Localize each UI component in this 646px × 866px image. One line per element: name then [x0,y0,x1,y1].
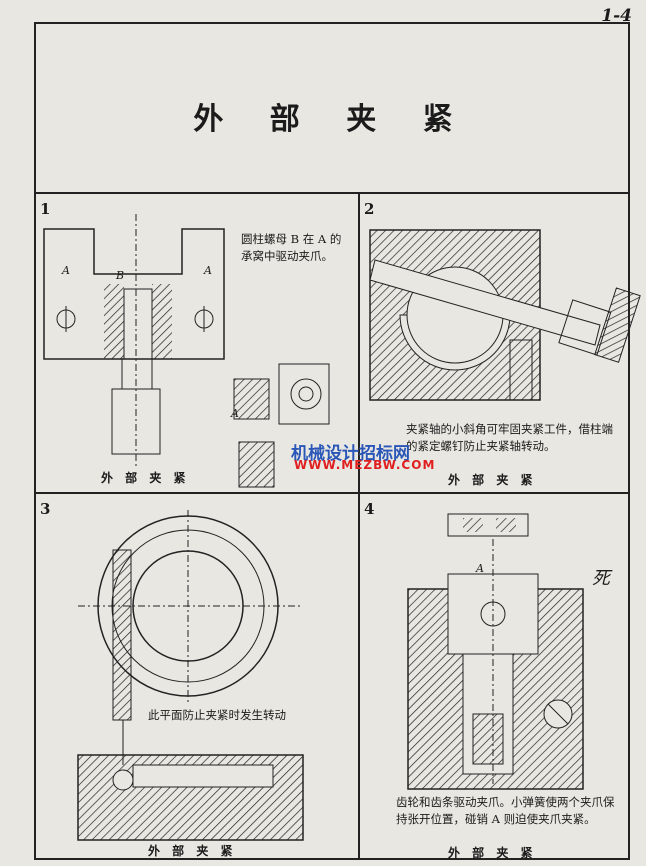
watermark-title: 机械设计招标网 [291,444,410,464]
page-frame: 外 部 夹 紧 1 圆柱螺母 B 在 A 的承窝中驱动夹爪。 外 部 夹 紧 A… [34,22,641,860]
divider-top [36,192,628,194]
panel-4-caption: 外 部 夹 紧 [448,846,537,860]
panel-2-text: 夹紧轴的小斜角可牢固夹紧工件，借柱端的紧定螺钉防止夹紧轴转动。 [406,422,613,453]
panel-4-label-a: A [476,562,484,575]
panel-1-text: 圆柱螺母 B 在 A 的承窝中驱动夹爪。 [241,232,342,263]
panel-1-drawing [43,214,330,488]
panel-1-caption: 外 部 夹 紧 [101,471,190,485]
panel-3-caption: 外 部 夹 紧 [148,844,237,858]
divider-middle [36,492,628,494]
panel-1-label-b: B [116,269,125,282]
page-title: 外 部 夹 紧 [193,102,471,137]
panel-4-drawing [407,513,584,790]
panel-4-text: 齿轮和齿条驱动夹爪。小弹簧使两个夹爪保持张开位置，碰销 A 则迫使夹爪夹紧。 [396,795,615,826]
panel-3-text: 此平面防止夹紧时发生转动 [148,708,286,722]
panel-1-label-a-right: A [204,264,212,277]
panel-4-number: 4 [364,500,375,518]
watermark-url: WWW.MEZBW.COM [294,458,436,472]
handwritten-mark: 死 [592,568,610,589]
panel-3-number: 3 [40,500,51,518]
divider-vertical [358,192,360,858]
panel-3-drawing [77,510,304,841]
page-number: 1-4 [601,6,632,26]
panel-2-drawing [369,229,641,401]
panel-2-caption: 外 部 夹 紧 [448,473,537,487]
panel-1-label-a-left: A [62,264,70,277]
panel-1-number: 1 [40,200,51,218]
panel-2-number: 2 [364,200,375,218]
